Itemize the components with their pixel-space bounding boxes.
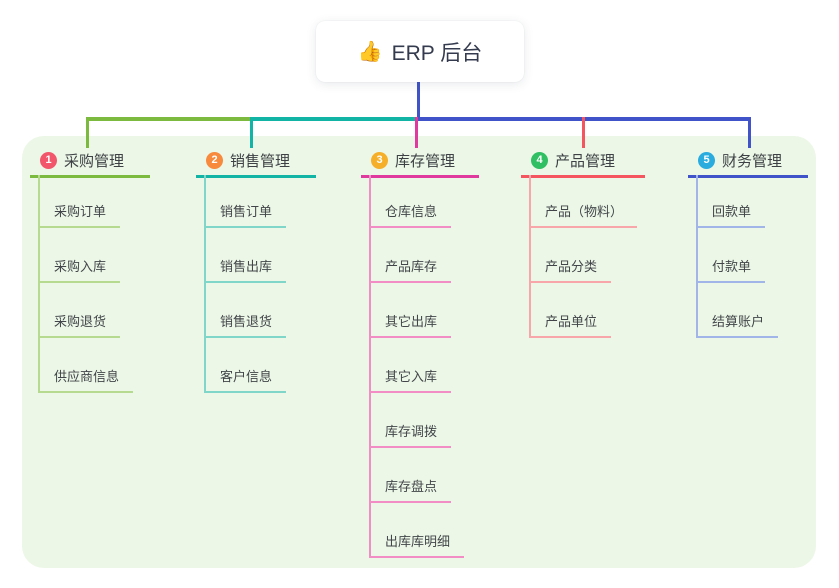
child-node[interactable]: 结算账户 (696, 283, 779, 338)
branch-children: 采购订单采购入库采购退货供应商信息 (38, 178, 134, 393)
child-node[interactable]: 销售出库 (204, 228, 287, 283)
child-node-label: 付款单 (696, 256, 766, 283)
branch-drop-line (748, 117, 751, 148)
child-node[interactable]: 付款单 (696, 228, 778, 283)
child-node[interactable]: 销售订单 (204, 178, 287, 228)
child-node[interactable]: 仓库信息 (369, 178, 464, 228)
child-node-label: 出库库明细 (369, 531, 465, 558)
branch-number-badge: 2 (206, 152, 223, 169)
branch-children: 销售订单销售出库销售退货客户信息 (204, 178, 287, 393)
branch-trunk-line (38, 175, 40, 393)
branch-title: 产品管理 (555, 153, 616, 170)
bus-line-middle (250, 117, 419, 121)
child-node-label: 销售退货 (204, 311, 287, 338)
branch-header[interactable]: 3 库存管理 (361, 146, 479, 178)
child-node[interactable]: 客户信息 (204, 338, 287, 393)
branch-trunk-line (529, 175, 531, 338)
child-node-label: 销售出库 (204, 256, 287, 283)
branch-column: 1 采购管理采购订单采购入库采购退货供应商信息 (30, 146, 150, 393)
branch-children: 回款单付款单结算账户 (696, 178, 779, 338)
child-node[interactable]: 采购入库 (38, 228, 133, 283)
branch-column: 2 销售管理销售订单销售出库销售退货客户信息 (196, 146, 316, 393)
branch-children: 仓库信息产品库存其它出库其它入库库存调拨库存盘点出库库明细 (369, 178, 465, 558)
branch-drop-line (250, 117, 253, 148)
branch-trunk-line (696, 175, 698, 338)
branch-column: 5 财务管理回款单付款单结算账户 (688, 146, 808, 338)
child-node-label: 其它入库 (369, 366, 452, 393)
child-node[interactable]: 出库库明细 (369, 503, 465, 558)
branch-header[interactable]: 2 销售管理 (196, 146, 316, 178)
branch-number-badge: 4 (531, 152, 548, 169)
child-node[interactable]: 其它入库 (369, 338, 464, 393)
child-node[interactable]: 产品库存 (369, 228, 464, 283)
child-node-label: 库存调拨 (369, 421, 452, 448)
mindmap-panel (22, 136, 816, 568)
branch-number-badge: 3 (371, 152, 388, 169)
child-node[interactable]: 采购订单 (38, 178, 133, 228)
branch-drop-line (582, 117, 585, 148)
root-connector-line (417, 82, 420, 118)
branch-title: 库存管理 (395, 153, 456, 170)
child-node[interactable]: 产品（物料） (529, 178, 638, 228)
child-node-label: 采购入库 (38, 256, 121, 283)
child-node-label: 产品（物料） (529, 201, 638, 228)
child-node[interactable]: 采购退货 (38, 283, 133, 338)
child-node-label: 仓库信息 (369, 201, 452, 228)
child-node-label: 库存盘点 (369, 476, 452, 503)
child-node[interactable]: 库存调拨 (369, 393, 464, 448)
branch-header[interactable]: 1 采购管理 (30, 146, 150, 178)
child-node[interactable]: 其它出库 (369, 283, 464, 338)
branch-number-badge: 1 (40, 152, 57, 169)
child-node-label: 客户信息 (204, 366, 287, 393)
child-node-label: 采购订单 (38, 201, 121, 228)
branch-column: 4 产品管理产品（物料） 产品分类产品单位 (521, 146, 645, 338)
branch-drop-line (86, 117, 89, 148)
branch-column: 3 库存管理仓库信息产品库存其它出库其它入库库存调拨库存盘点出库库明细 (361, 146, 479, 558)
child-node-label: 结算账户 (696, 311, 779, 338)
child-node-label: 销售订单 (204, 201, 287, 228)
root-node[interactable]: 👍 ERP 后台 (316, 21, 524, 82)
child-node-label: 产品单位 (529, 311, 612, 338)
branch-children: 产品（物料） 产品分类产品单位 (529, 178, 638, 338)
branch-title: 采购管理 (64, 153, 125, 170)
thumbs-up-icon: 👍 (357, 41, 383, 63)
child-node-label: 产品库存 (369, 256, 452, 283)
child-node[interactable]: 产品单位 (529, 283, 637, 338)
bus-line-left (86, 117, 252, 121)
child-node-label: 供应商信息 (38, 366, 134, 393)
child-node-label: 回款单 (696, 201, 766, 228)
child-node[interactable]: 销售退货 (204, 283, 287, 338)
child-node-label: 产品分类 (529, 256, 612, 283)
branch-number-badge: 5 (698, 152, 715, 169)
branch-trunk-line (204, 175, 206, 393)
branch-title: 销售管理 (230, 153, 291, 170)
child-node[interactable]: 库存盘点 (369, 448, 464, 503)
child-node[interactable]: 供应商信息 (38, 338, 134, 393)
branch-trunk-line (369, 175, 371, 558)
child-node[interactable]: 产品分类 (529, 228, 637, 283)
branch-header[interactable]: 4 产品管理 (521, 146, 645, 178)
root-title: ERP 后台 (391, 41, 483, 65)
child-node[interactable]: 回款单 (696, 178, 778, 228)
branch-drop-line (415, 117, 418, 148)
branch-header[interactable]: 5 财务管理 (688, 146, 808, 178)
branch-title: 财务管理 (722, 153, 783, 170)
child-node-label: 其它出库 (369, 311, 452, 338)
child-node-label: 采购退货 (38, 311, 121, 338)
